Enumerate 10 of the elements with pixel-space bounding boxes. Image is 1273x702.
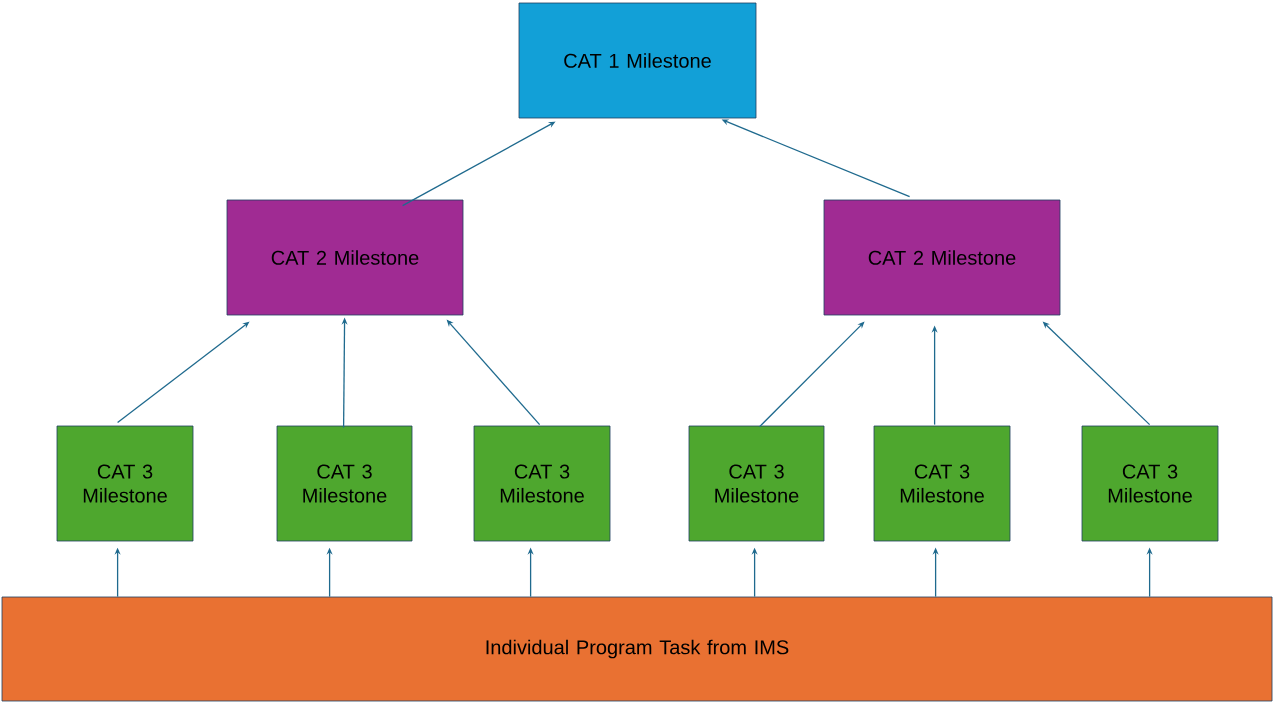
milestone-box: CAT 3 Milestone [473,425,611,542]
milestone-box: CAT 3 Milestone [873,425,1011,542]
milestone-box: CAT 3 Milestone [56,425,194,542]
milestone-box: CAT 3 Milestone [688,425,825,542]
milestone-box: CAT 3 Milestone [276,425,413,542]
milestone-box: CAT 1 Milestone [518,2,757,119]
milestone-box: CAT 2 Milestone [226,199,464,316]
milestone-box: CAT 3 Milestone [1081,425,1219,542]
task-bar: Individual Program Task from IMS [1,596,1273,702]
milestone-box: CAT 2 Milestone [823,199,1061,316]
